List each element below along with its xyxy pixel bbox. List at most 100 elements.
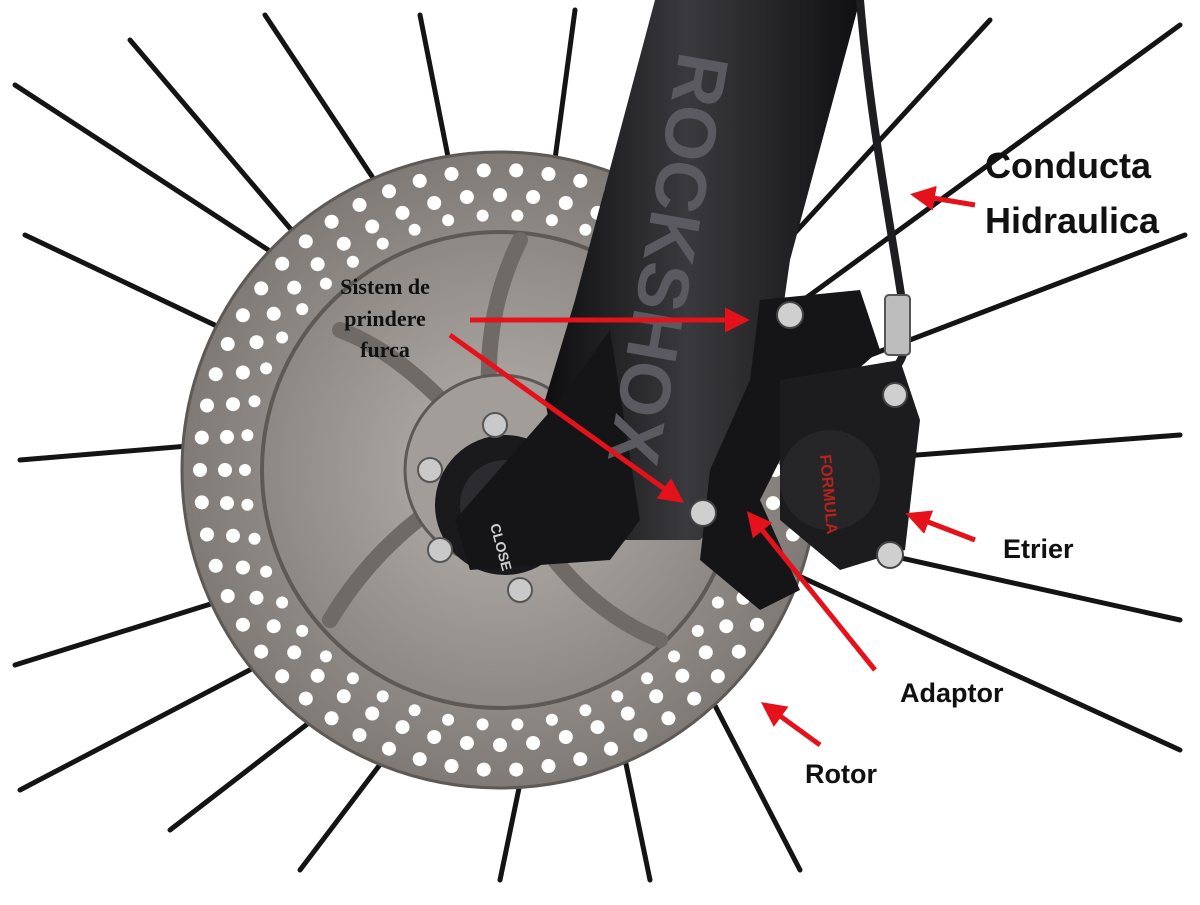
rotor-hole [193, 463, 207, 477]
rotor-hole [661, 711, 676, 726]
rotor-hole [633, 728, 648, 743]
rotor-hole [254, 281, 269, 296]
hydraulic-hose [856, 0, 911, 384]
label-adapter: Adaptor [900, 678, 1004, 708]
rotor-hole [541, 167, 556, 181]
rotor-hole [444, 759, 459, 773]
rotor-hole [346, 255, 359, 268]
rotor-hole [476, 762, 491, 777]
rotor-hole [526, 190, 541, 204]
rotor-hole [248, 395, 261, 408]
rotor-hole [573, 752, 588, 767]
rotor-hole [276, 596, 289, 609]
annotation-arrows [448, 185, 976, 748]
rotor-hole [365, 219, 380, 234]
rotor-hole [691, 624, 704, 637]
rotor-hole [675, 668, 690, 683]
rotor-hole [604, 741, 618, 756]
rotor-hole [668, 650, 681, 663]
rotor-hole [287, 280, 302, 295]
rotor-hole [276, 331, 289, 344]
rotor-hole [346, 672, 359, 685]
rotor-hole [324, 711, 339, 726]
rotor-hole [208, 367, 223, 382]
arrow-rotor [760, 702, 822, 748]
rotor-hole [395, 205, 410, 220]
rotor-hole [687, 691, 702, 706]
rotor-hole [249, 335, 264, 350]
rotor-hole [427, 730, 442, 744]
rotor-hole [365, 706, 380, 721]
rotor-hole [579, 704, 592, 717]
rotor-hole [459, 190, 474, 204]
rotor-hole [459, 736, 474, 750]
rotor-hole [558, 196, 573, 210]
rotor-hole [266, 306, 281, 321]
rotor-hole [296, 624, 309, 637]
rotor-hole [241, 498, 254, 511]
label-hydraulic-line-1: Conducta [985, 145, 1152, 186]
annotation-labels: Conducta Hidraulica Sistem de prindere f… [340, 145, 1160, 789]
rotor-hole [620, 706, 635, 721]
rotor-hole [218, 463, 232, 477]
rotor-hole [412, 173, 427, 188]
rotor-hole [395, 720, 410, 735]
rotor-hole [220, 337, 235, 351]
rotor-hole [545, 214, 558, 227]
rotor-hole [226, 528, 240, 543]
rotor-hole [194, 430, 209, 445]
arrow-adapter [746, 511, 877, 672]
rotor-hole [220, 496, 234, 511]
rotor-hole [336, 236, 351, 251]
label-fork-mount-1: Sistem de [340, 274, 430, 299]
rotor-hole [275, 669, 290, 684]
rotor-hole [710, 669, 725, 684]
rotor-hole [239, 464, 251, 476]
arrow-hydraulic-line [910, 185, 976, 211]
rotor-hole [287, 645, 302, 660]
arrow-fork-mount-lower [448, 332, 685, 503]
label-hydraulic-line-2: Hidraulica [985, 200, 1160, 241]
brake-adapter [689, 290, 880, 610]
brake-caliper: FORMULA [780, 294, 920, 570]
rotor-hole [260, 565, 273, 578]
rotor-hole [442, 713, 455, 726]
label-fork-mount-2: prindere [344, 306, 426, 331]
rotor-hole [376, 237, 389, 250]
rotor-hole [382, 741, 396, 756]
rotor-hole [476, 163, 491, 178]
rotor-hole [444, 167, 459, 181]
label-rotor: Rotor [805, 759, 877, 789]
rotor-hole [310, 257, 325, 272]
rotor-hole [526, 736, 541, 750]
arrow-caliper [905, 510, 976, 543]
rotor-hole [194, 495, 209, 510]
rotor-hole [427, 196, 442, 210]
rotor-hole [200, 398, 214, 413]
rotor-hole [235, 560, 250, 575]
rotor-hole [545, 713, 558, 726]
rotor-hole [408, 223, 421, 236]
rotor-hole [590, 720, 605, 735]
rotor-hole [248, 532, 261, 545]
rotor-hole [382, 184, 396, 199]
rotor-hole [711, 596, 724, 609]
rotor-hole [266, 619, 281, 634]
rotor-hole [336, 689, 351, 704]
rotor-hole [698, 645, 713, 660]
rotor-hole [376, 690, 389, 703]
rotor-hole [319, 650, 332, 663]
rotor-hole [719, 619, 734, 634]
rotor-hole [235, 365, 250, 380]
rotor-hole [476, 209, 489, 222]
rotor-hole [412, 752, 427, 767]
rotor-hole [511, 209, 524, 222]
rotor-hole [731, 644, 746, 659]
rotor-hole [493, 738, 507, 752]
rotor-hole [298, 234, 313, 249]
rotor-hole [408, 704, 421, 717]
rotor-hole [226, 397, 240, 412]
rotor-hole [319, 277, 332, 290]
